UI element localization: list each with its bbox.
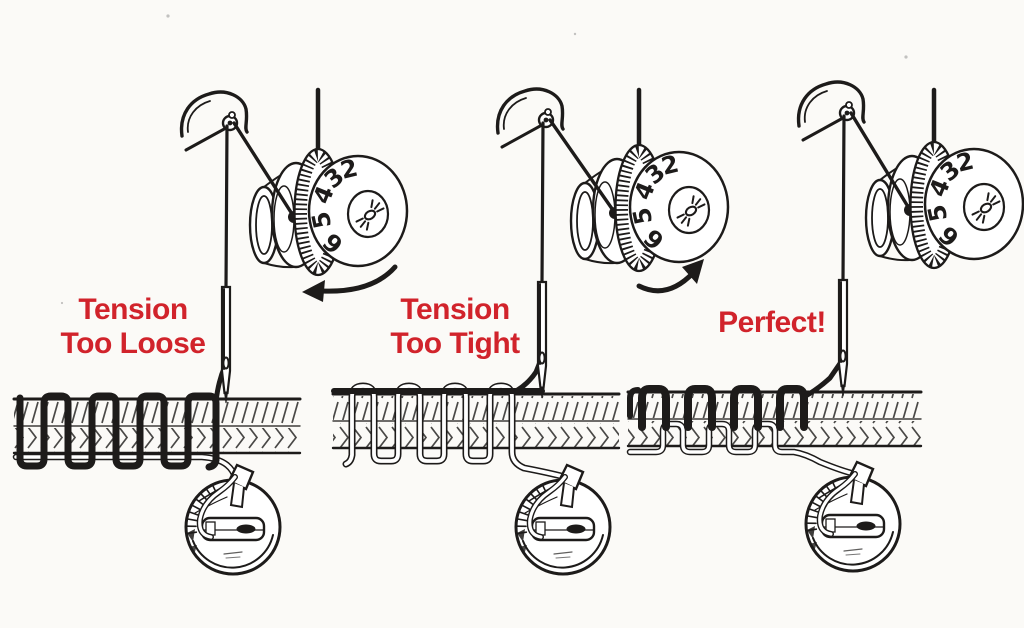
label-tension-too-loose: Tension Too Loose bbox=[21, 293, 245, 361]
fabric-cross-section bbox=[331, 392, 621, 450]
bobbin-thread-stitches bbox=[342, 382, 569, 541]
label-tension-too-tight: Tension Too Tight bbox=[343, 293, 567, 361]
fabric-cross-section bbox=[12, 397, 302, 455]
take-up-lever bbox=[179, 90, 249, 152]
label-line-1: Perfect! bbox=[718, 306, 826, 339]
dial-number: 2 bbox=[954, 147, 977, 178]
label-perfect: Perfect! bbox=[660, 306, 884, 340]
paper-specks bbox=[60, 14, 908, 305]
needle bbox=[220, 124, 232, 404]
dial-number: 5 bbox=[922, 202, 953, 224]
dial-number: 5 bbox=[627, 205, 658, 227]
take-up-lever bbox=[495, 87, 565, 149]
dial-number: 2 bbox=[338, 154, 361, 185]
dial-number: 2 bbox=[659, 150, 682, 181]
label-line-1: Tension bbox=[78, 293, 188, 326]
dial-number: 5 bbox=[306, 209, 337, 231]
top-thread-stitches bbox=[627, 359, 844, 431]
needle-eye bbox=[222, 356, 230, 370]
label-line-2: Too Loose bbox=[60, 327, 206, 360]
take-up-lever bbox=[796, 80, 866, 142]
bobbin-thread bbox=[196, 474, 238, 540]
needle bbox=[837, 114, 849, 397]
bobbin-thread bbox=[526, 474, 568, 540]
rotation-arrow-icon bbox=[302, 264, 398, 302]
bobbin-thread bbox=[816, 471, 858, 537]
needle-eye bbox=[538, 351, 546, 365]
rotation-arrow-icon bbox=[636, 259, 704, 294]
needle-eye bbox=[839, 349, 847, 363]
label-line-1: Tension bbox=[400, 293, 510, 326]
needle bbox=[536, 121, 548, 399]
top-thread-stitches bbox=[331, 359, 545, 394]
label-line-2: Too Tight bbox=[390, 327, 520, 360]
